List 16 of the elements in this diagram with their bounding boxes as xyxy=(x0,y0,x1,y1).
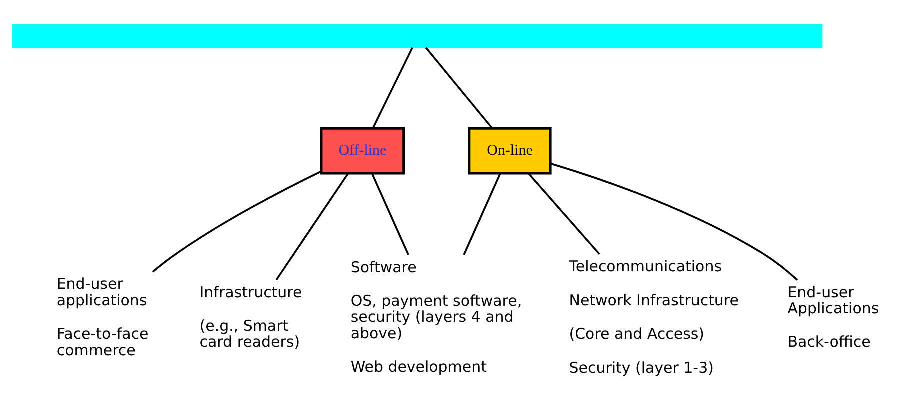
node-box: On-line xyxy=(468,127,552,175)
connector xyxy=(550,162,798,281)
connector xyxy=(528,173,600,255)
connector xyxy=(276,173,349,281)
connector xyxy=(372,47,414,129)
connector xyxy=(425,47,494,130)
node-text: End-user Applications Back-office xyxy=(788,283,880,352)
connector xyxy=(371,173,410,256)
node-text: End-user applications Face-to-face commerce xyxy=(56,275,149,360)
node-bar xyxy=(12,24,823,48)
node-text: Infrastructure (e.g., Smart card readers) xyxy=(200,283,302,352)
node-box: Off-line xyxy=(320,127,406,175)
connector xyxy=(463,173,502,256)
connector xyxy=(152,170,322,273)
node-text: Telecommunications Network Infrastructure (Core and Access) Security (layer 1-3) xyxy=(569,258,739,377)
node-text: Software OS, payment software, security (layers 4 and above) Web development xyxy=(350,258,522,376)
